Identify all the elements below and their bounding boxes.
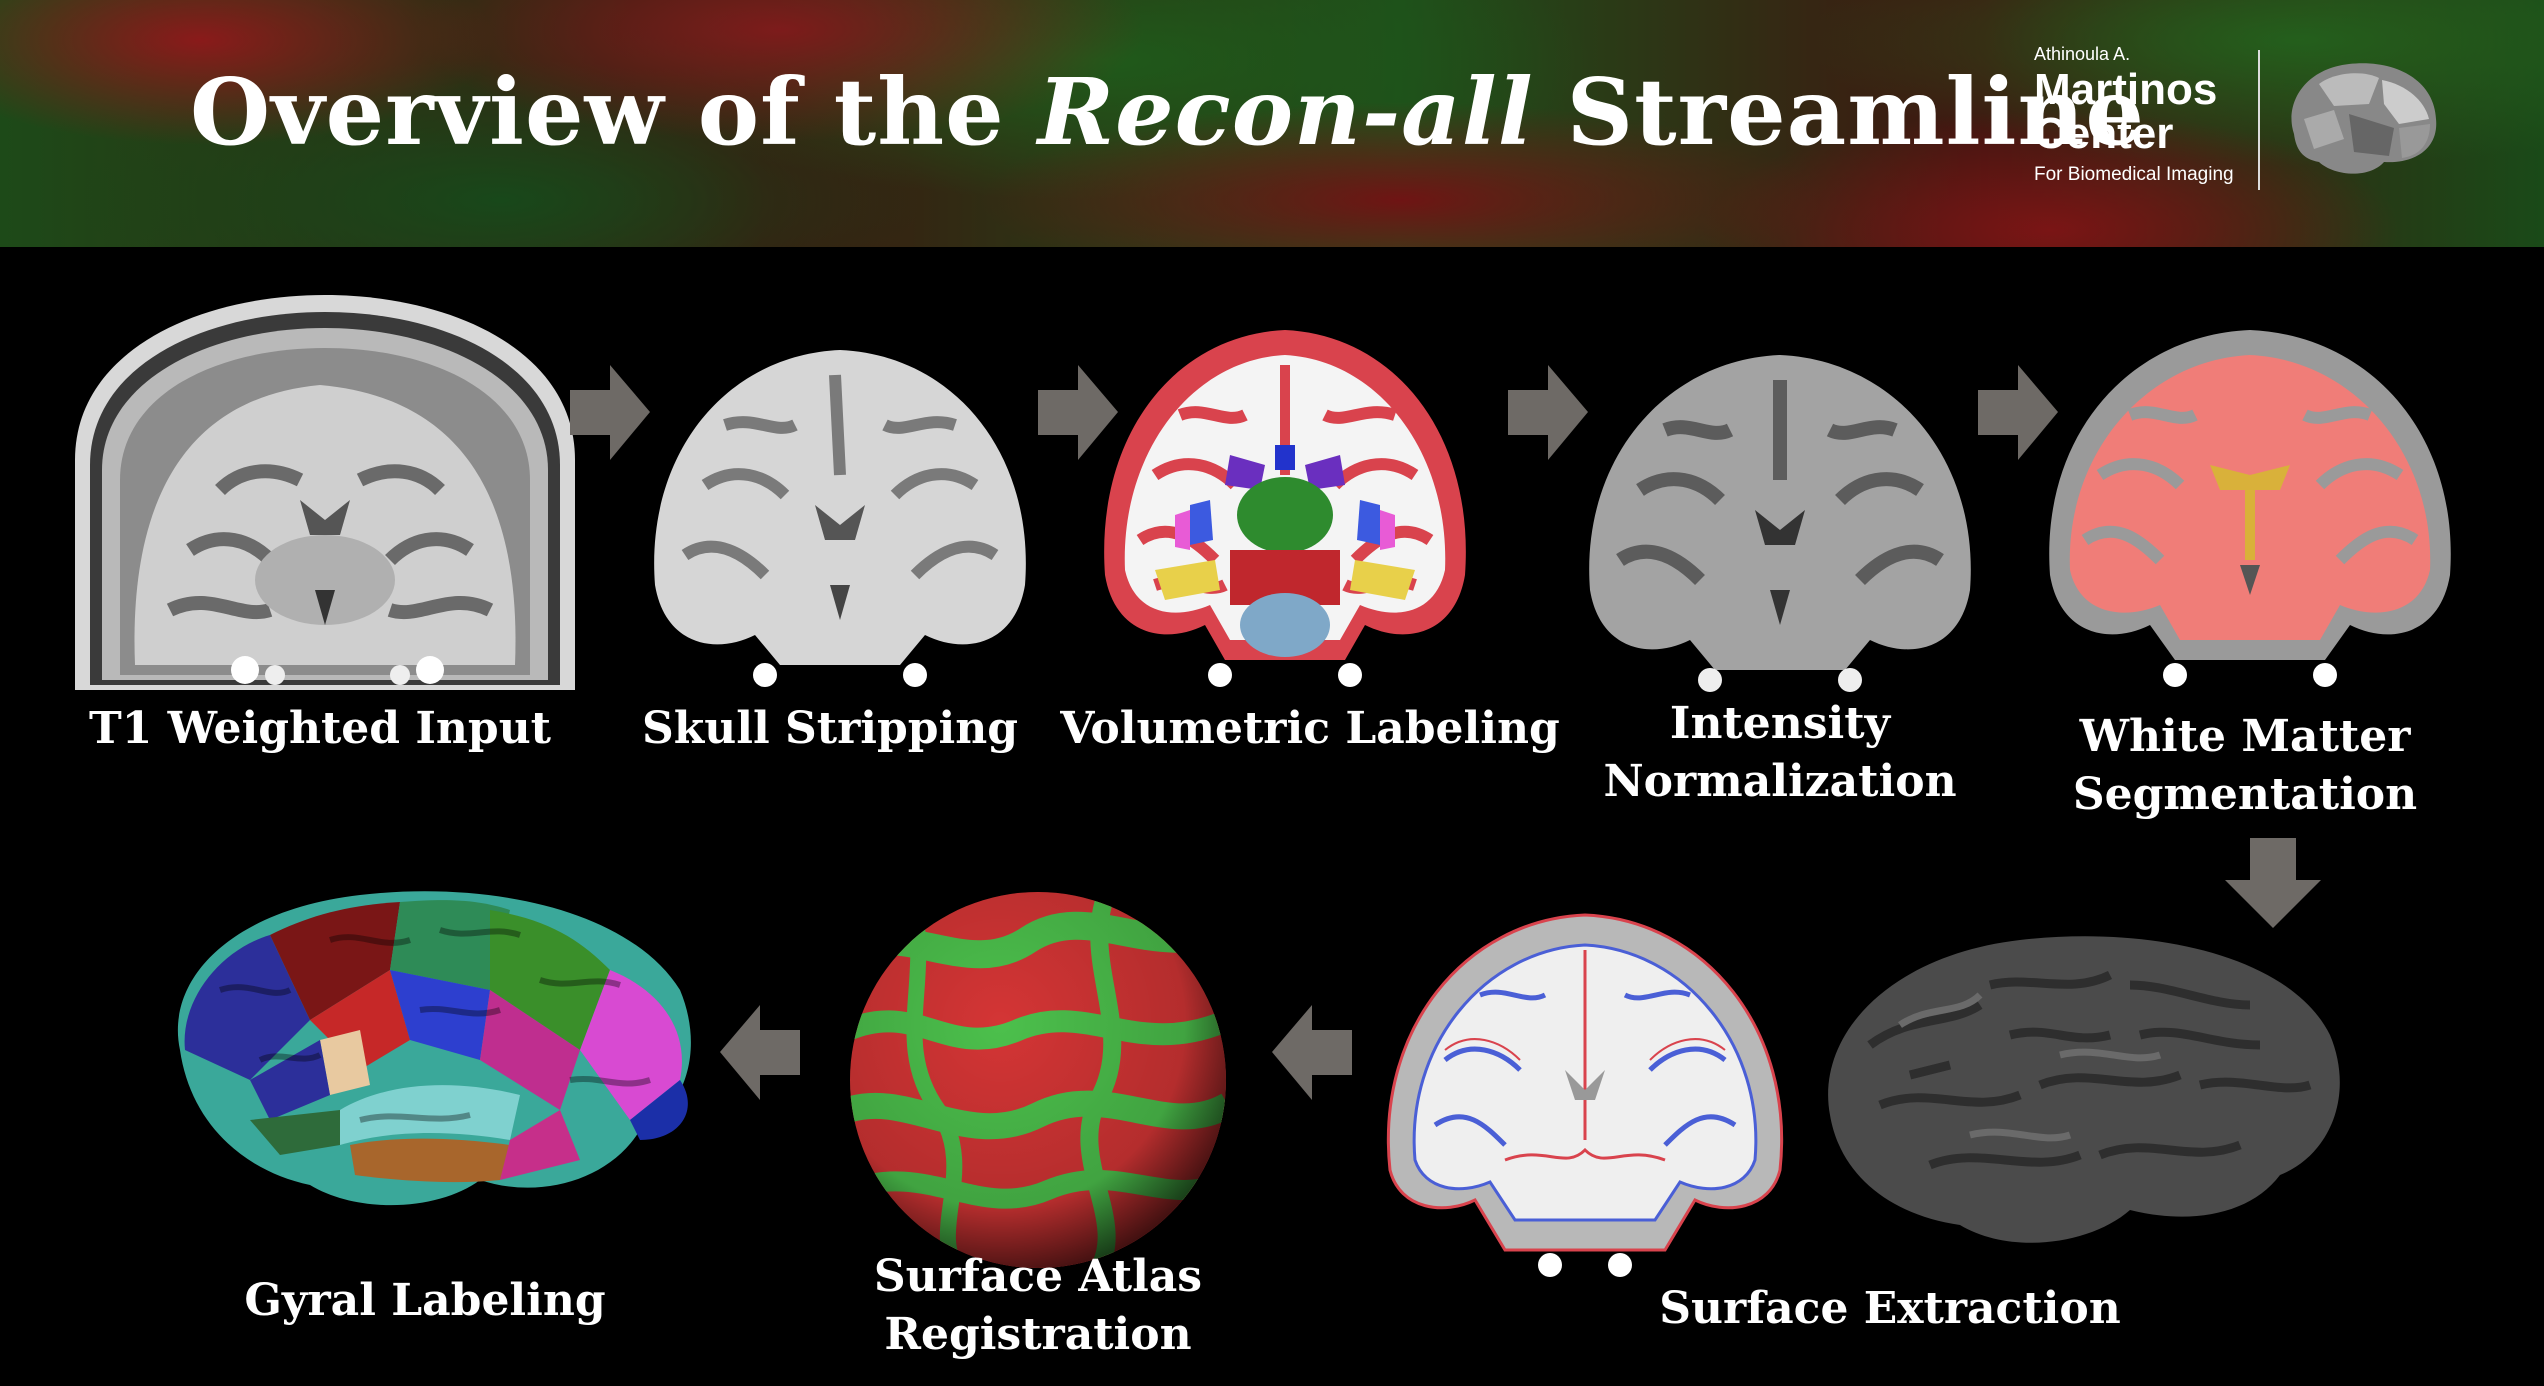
label-intensity-line1: Intensity <box>1669 698 1891 749</box>
title-part1: Overview of the <box>190 58 1038 166</box>
logo-brain-icon <box>2291 63 2437 174</box>
label-intensity: Intensity Normalization <box>1580 695 1980 811</box>
gyral-labeling-brain <box>160 880 710 1220</box>
logo-subtitle: For Biomedical Imaging <box>2034 164 2234 185</box>
arrow-right-4 <box>1978 365 2058 460</box>
white-matter-seg-image <box>2040 325 2460 695</box>
intensity-normalized-image <box>1580 340 1980 700</box>
label-gyral-labeling: Gyral Labeling <box>244 1275 606 1326</box>
title-italic: Recon-all <box>1037 58 1534 166</box>
label-t1-input: T1 Weighted Input <box>88 703 552 754</box>
label-white-matter-line2: Segmentation <box>2072 769 2418 820</box>
arrow-right-3 <box>1508 365 1588 460</box>
logo-pre-text: Athinoula A. <box>2034 44 2131 64</box>
surface-atlas-sphere <box>848 890 1228 1270</box>
surface-extraction-3d-brain <box>1810 925 2355 1265</box>
logo-name: Martinos Center <box>2034 68 2217 156</box>
label-white-matter: White Matter Segmentation <box>2040 708 2450 824</box>
arrow-down <box>2225 838 2321 928</box>
label-surface-atlas: Surface Atlas Registration <box>818 1248 1258 1364</box>
arrow-right-2 <box>1038 365 1118 460</box>
page-title: Overview of the Recon-all Streamline <box>190 58 2145 166</box>
martinos-logo: Athinoula A. Martinos Center For Biomedi… <box>2034 44 2437 194</box>
label-intensity-line2: Normalization <box>1603 756 1957 807</box>
skull-stripped-image <box>645 335 1035 695</box>
title-part2: Streamline <box>1533 58 2145 166</box>
volumetric-label-image <box>1095 325 1475 695</box>
arrow-right-1 <box>570 365 650 460</box>
label-surface-extraction: Surface Extraction <box>1659 1283 2121 1334</box>
logo-divider <box>2258 50 2260 190</box>
t1-input-image <box>70 290 580 700</box>
logo-line1: Martinos <box>2034 65 2218 114</box>
surface-extraction-coronal-image <box>1375 890 1795 1290</box>
header-banner: Overview of the Recon-all Streamline Ath… <box>0 0 2544 247</box>
label-surface-atlas-line2: Registration <box>884 1309 1192 1360</box>
label-volumetric: Volumetric Labeling <box>1060 703 1560 754</box>
arrow-left-2 <box>720 1005 800 1100</box>
label-skull-stripping: Skull Stripping <box>642 703 1018 754</box>
label-surface-atlas-line1: Surface Atlas <box>873 1251 1203 1302</box>
logo-line2: Center <box>2034 109 2174 158</box>
label-white-matter-line1: White Matter <box>2079 711 2411 762</box>
arrow-left-1 <box>1272 1005 1352 1100</box>
